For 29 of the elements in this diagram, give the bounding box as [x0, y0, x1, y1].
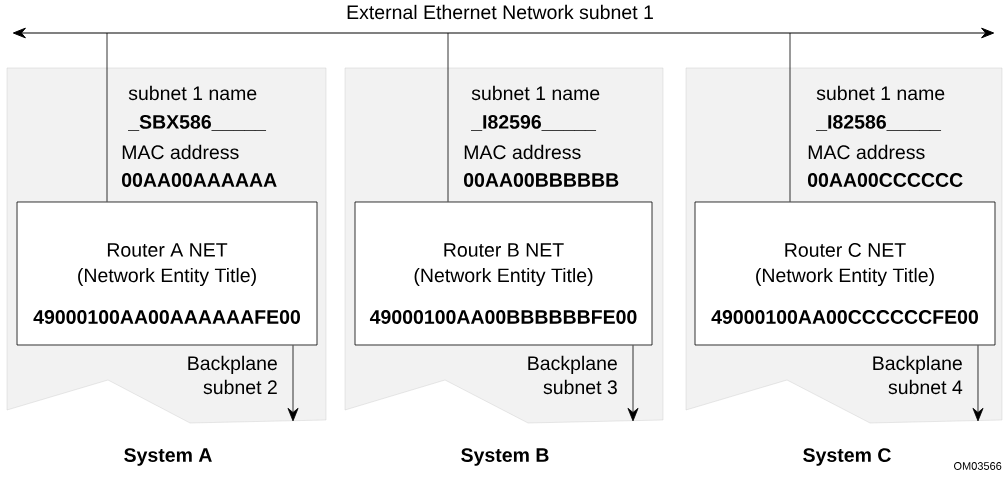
- backplane-arrow: [627, 345, 639, 422]
- figure-code: OM03566: [954, 462, 1002, 470]
- mac-address: 00AA00BBBBBB: [463, 173, 619, 187]
- mac-label: MAC address: [808, 144, 925, 160]
- router-box: Router C NET (Network Entity Title) 49000100AA00CCCCCCFE00: [694, 201, 996, 346]
- subnet-label: subnet 1 name: [128, 85, 257, 101]
- subnet-label: subnet 1 name: [471, 85, 600, 101]
- subnet-name: _SBX586_____: [128, 115, 267, 131]
- network-label: External Ethernet Network subnet 1: [347, 4, 653, 20]
- subnet-label: subnet 1 name: [816, 85, 945, 101]
- backplane-arrow: [287, 345, 299, 422]
- subnet-name: _I82586_____: [816, 115, 942, 131]
- edge-label: Backplane subnet 3: [528, 355, 617, 395]
- network-link: [789, 32, 791, 202]
- system-title: System B: [461, 448, 549, 466]
- network-link: [447, 32, 449, 202]
- mac-address: 00AA00CCCCCC: [807, 173, 963, 187]
- router-box: Router A NET (Network Entity Title) 49000100AA00AAAAAAFE00: [16, 201, 318, 346]
- edge-label: Backplane subnet 4: [873, 355, 963, 395]
- system-title: System A: [124, 448, 212, 466]
- edge-label: Backplane subnet 2: [188, 355, 277, 395]
- router-box: Router B NET (Network Entity Title) 49000100AA00BBBBBBFE00: [354, 201, 653, 346]
- mac-address: 00AA00AAAAAA: [122, 173, 277, 187]
- mac-label: MAC address: [122, 144, 239, 160]
- mac-label: MAC address: [464, 144, 581, 160]
- network-link: [106, 32, 108, 202]
- system-title: System C: [803, 448, 891, 466]
- backplane-arrow: [972, 345, 984, 422]
- subnet-name: _I82596_____: [471, 115, 597, 131]
